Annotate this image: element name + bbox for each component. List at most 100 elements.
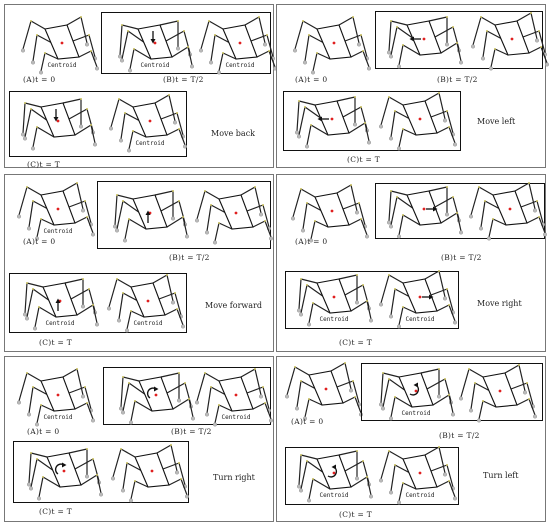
robot-leg bbox=[298, 454, 318, 486]
knee-joint bbox=[134, 400, 136, 402]
foot-contact bbox=[442, 472, 447, 477]
foot-contact bbox=[489, 66, 494, 71]
panel-move-right: (A)t = 0 (B)t = T/2 Centroid Centroid Mo… bbox=[276, 174, 547, 352]
knee-joint bbox=[214, 34, 216, 36]
foot-contact bbox=[397, 324, 402, 329]
foot-contact bbox=[544, 62, 549, 67]
knee-joint bbox=[526, 382, 528, 384]
foot-contact bbox=[307, 498, 312, 503]
centroid-dot bbox=[146, 299, 150, 303]
knee-joint bbox=[88, 34, 90, 36]
knee-joint bbox=[218, 404, 220, 406]
centroid-label: Centroid bbox=[48, 62, 77, 69]
knee-joint bbox=[402, 482, 404, 484]
knee-joint bbox=[254, 368, 256, 370]
caption-t0: (A)t = 0 bbox=[23, 75, 56, 84]
knee-joint bbox=[26, 372, 28, 374]
robot-figure: Centroid bbox=[198, 16, 277, 75]
knee-joint bbox=[306, 202, 308, 204]
foot-contact bbox=[378, 402, 383, 407]
knee-joint bbox=[316, 52, 318, 54]
knee-joint bbox=[36, 34, 38, 36]
foot-contact bbox=[119, 138, 124, 143]
knee-joint bbox=[538, 30, 540, 32]
knee-joint bbox=[134, 480, 136, 482]
knee-joint bbox=[438, 446, 440, 448]
knee-joint bbox=[308, 34, 310, 36]
knee-joint bbox=[388, 378, 390, 380]
foot-contact bbox=[194, 218, 199, 223]
knee-joint bbox=[298, 100, 300, 102]
foot-contact bbox=[380, 406, 385, 411]
foot-contact bbox=[172, 120, 177, 125]
knee-joint bbox=[122, 200, 124, 202]
foot-contact bbox=[123, 238, 128, 243]
robot-leg bbox=[296, 100, 316, 132]
robot-leg bbox=[304, 398, 323, 418]
robot-leg bbox=[110, 98, 134, 128]
full-period-frame bbox=[9, 273, 187, 333]
caption-t-full: (C)t = T bbox=[339, 510, 373, 519]
foot-contact bbox=[28, 486, 33, 491]
caption-t-half: (B)t = T/2 bbox=[169, 253, 210, 262]
full-period-frame bbox=[13, 441, 189, 503]
foot-contact bbox=[258, 394, 263, 399]
centroid-dot bbox=[422, 207, 426, 211]
knee-joint bbox=[132, 130, 134, 132]
knee-joint bbox=[314, 220, 316, 222]
direction-arrow bbox=[150, 31, 156, 44]
knee-joint bbox=[352, 16, 354, 18]
knee-joint bbox=[438, 270, 440, 272]
foot-contact bbox=[366, 140, 371, 145]
knee-joint bbox=[127, 30, 129, 32]
caption-t-full: (C)t = T bbox=[339, 338, 373, 347]
foot-contact bbox=[184, 494, 189, 499]
knee-joint bbox=[456, 212, 458, 214]
foot-contact bbox=[121, 488, 126, 493]
centroid-dot bbox=[418, 471, 422, 475]
foot-contact bbox=[298, 488, 303, 493]
robot-figure bbox=[468, 182, 547, 241]
knee-joint bbox=[390, 190, 392, 192]
robot-leg bbox=[112, 448, 136, 478]
foot-contact bbox=[301, 228, 306, 233]
knee-joint bbox=[366, 300, 368, 302]
foot-contact bbox=[389, 416, 394, 421]
knee-joint bbox=[120, 448, 122, 450]
knee-joint bbox=[394, 110, 396, 112]
robot-leg bbox=[470, 186, 494, 216]
foot-contact bbox=[389, 136, 394, 141]
robot-leg bbox=[472, 16, 496, 46]
knee-joint bbox=[128, 382, 130, 384]
direction-arrow bbox=[145, 210, 151, 223]
centroid-dot bbox=[332, 471, 336, 475]
foot-contact bbox=[35, 422, 40, 427]
robot-leg bbox=[214, 222, 233, 242]
knee-joint bbox=[262, 386, 264, 388]
caption-t-half: (B)t = T/2 bbox=[439, 431, 480, 440]
foot-contact bbox=[366, 66, 371, 71]
foot-contact bbox=[458, 396, 463, 401]
foot-contact bbox=[92, 142, 97, 147]
half-period-frame bbox=[375, 183, 545, 239]
foot-contact bbox=[352, 122, 357, 127]
centroid-dot bbox=[56, 393, 60, 397]
foot-contact bbox=[458, 60, 463, 65]
knee-joint bbox=[396, 196, 398, 198]
knee-joint bbox=[536, 200, 538, 202]
knee-joint bbox=[133, 48, 135, 50]
knee-joint bbox=[446, 288, 448, 290]
knee-joint bbox=[86, 108, 88, 110]
knee-joint bbox=[452, 196, 454, 198]
half-period-frame bbox=[97, 181, 271, 249]
knee-joint bbox=[530, 12, 532, 14]
knee-joint bbox=[390, 20, 392, 22]
knee-joint bbox=[350, 184, 352, 186]
knee-joint bbox=[128, 218, 130, 220]
knee-joint bbox=[76, 182, 78, 184]
foot-contact bbox=[39, 70, 44, 75]
foot-contact bbox=[452, 496, 457, 501]
robot-leg bbox=[200, 20, 224, 50]
foot-contact bbox=[303, 416, 308, 421]
robot-figure: Centroid bbox=[378, 270, 457, 329]
